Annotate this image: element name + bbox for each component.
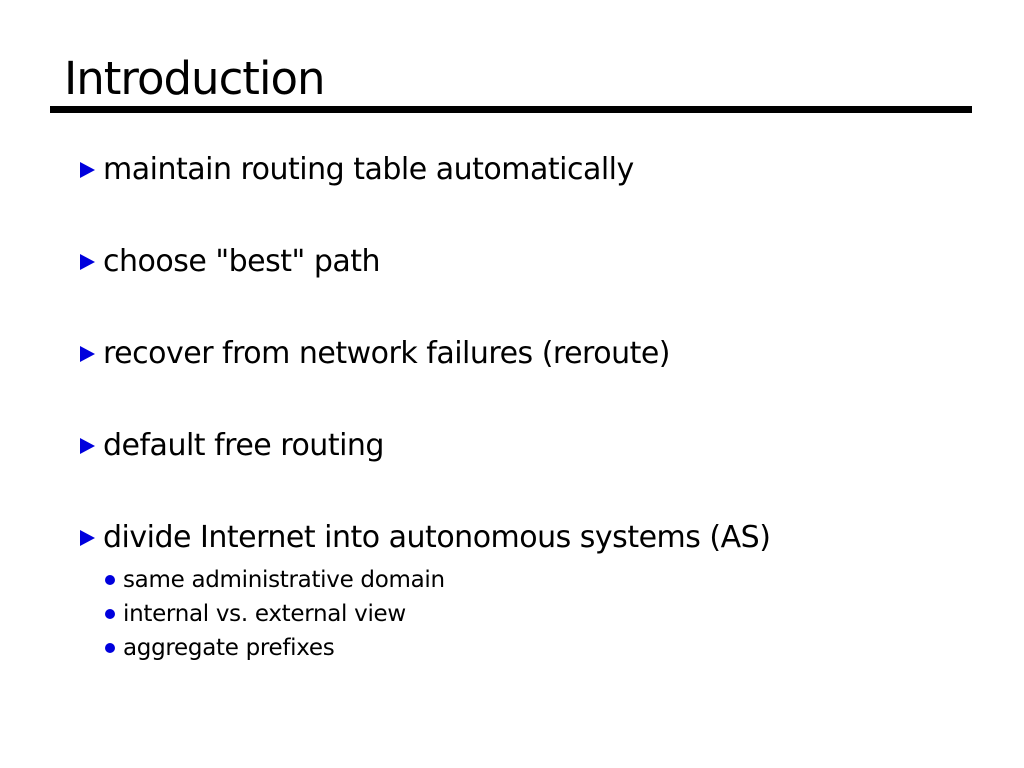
dot-icon <box>105 575 123 585</box>
bullet-item: choose "best" path <box>80 243 994 281</box>
triangle-right-icon <box>80 346 103 362</box>
dot-icon <box>105 643 123 653</box>
sub-bullet-item: aggregate prefixes <box>80 631 994 665</box>
bullet-item: divide Internet into autonomous systems … <box>80 519 994 557</box>
bullet-list: maintain routing table automatically cho… <box>80 151 994 665</box>
bullet-text: maintain routing table automatically <box>103 152 634 187</box>
bullet-text: recover from network failures (reroute) <box>103 336 671 371</box>
sub-bullet-text: same administrative domain <box>123 567 445 593</box>
bullet-item: default free routing <box>80 427 994 465</box>
bullet-text: choose "best" path <box>103 244 381 279</box>
sub-bullet-text: aggregate prefixes <box>123 635 335 661</box>
title-underline-rule <box>50 106 972 113</box>
triangle-right-icon <box>80 438 103 454</box>
triangle-right-icon <box>80 162 103 178</box>
sub-bullet-item: same administrative domain <box>80 563 994 597</box>
triangle-right-icon <box>80 254 103 270</box>
triangle-right-icon <box>80 530 103 546</box>
bullet-item: maintain routing table automatically <box>80 151 994 189</box>
bullet-item: recover from network failures (reroute) <box>80 335 994 373</box>
sub-bullet-item: internal vs. external view <box>80 597 994 631</box>
bullet-text: divide Internet into autonomous systems … <box>103 520 771 555</box>
slide-title: Introduction <box>64 52 326 105</box>
sub-bullet-list: same administrative domain internal vs. … <box>80 563 994 665</box>
bullet-text: default free routing <box>103 428 384 463</box>
sub-bullet-text: internal vs. external view <box>123 601 406 627</box>
dot-icon <box>105 609 123 619</box>
